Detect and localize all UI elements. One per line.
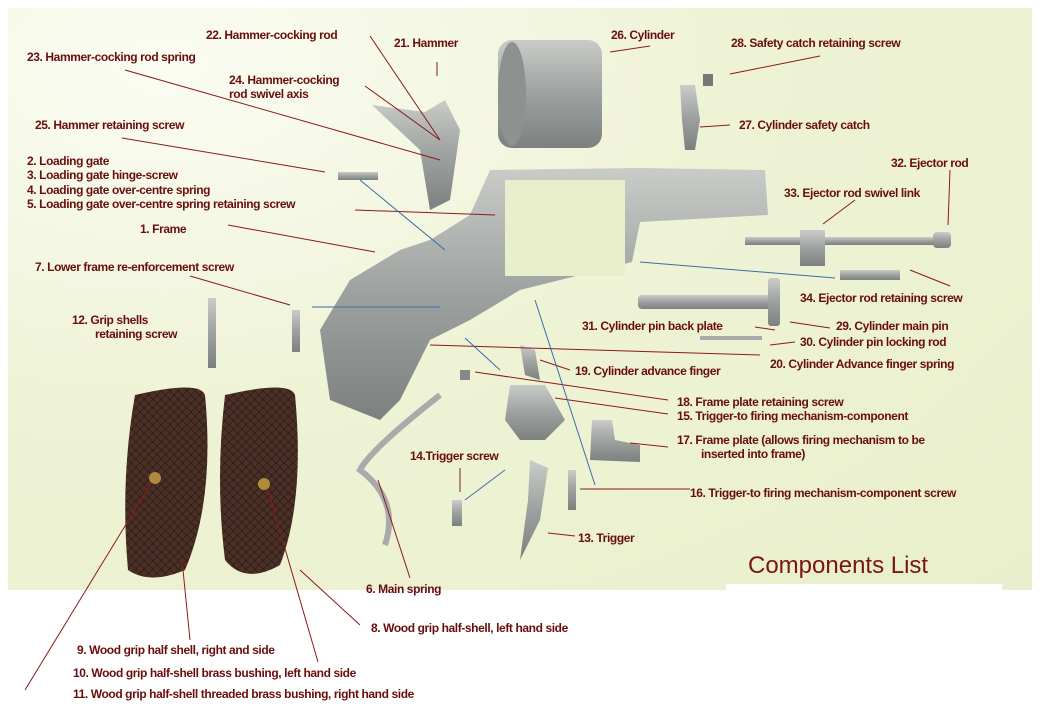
label-33: 33. Ejector rod swivel link [784, 186, 920, 200]
label-22: 22. Hammer-cocking rod [206, 28, 338, 42]
label-26: 26. Cylinder [611, 28, 675, 42]
label-4: 4. Loading gate over-centre spring [27, 183, 211, 197]
label-11: 11. Wood grip half-shell threaded brass … [73, 687, 414, 701]
label-14: 14.Trigger screw [410, 449, 499, 463]
label-32: 32. Ejector rod [891, 156, 969, 170]
safety-catch [680, 85, 700, 150]
cylinder [498, 40, 602, 148]
label-1: 1. Frame [140, 222, 187, 236]
label-20: 20. Cylinder Advance finger spring [770, 357, 955, 371]
label-31: 31. Cylinder pin back plate [582, 319, 723, 333]
arrows [312, 179, 836, 501]
label-34: 34. Ejector rod retaining screw [800, 291, 963, 305]
label-3: 3. Loading gate hinge-screw [27, 168, 178, 182]
label-19: 19. Cylinder advance finger [575, 364, 721, 378]
label-6: 6. Main spring [366, 582, 442, 596]
label-21: 21. Hammer [394, 36, 459, 50]
label-16: 16. Trigger-to firing mechanism-componen… [690, 486, 956, 500]
label-25: 25. Hammer retaining screw [35, 118, 185, 132]
label-29: 29. Cylinder main pin [836, 319, 949, 333]
label-12b: retaining screw [95, 327, 178, 341]
hammer [372, 100, 460, 210]
label-17b: inserted into frame) [701, 447, 806, 461]
label-27: 27. Cylinder safety catch [739, 118, 870, 132]
main-spring [356, 392, 442, 546]
label-17a: 17. Frame plate (allows firing mechanism… [677, 433, 925, 447]
trigger-component [505, 385, 565, 440]
label-13: 13. Trigger [578, 531, 635, 545]
label-28: 28. Safety catch retaining screw [731, 36, 901, 50]
label-9: 9. Wood grip half shell, right and side [77, 643, 275, 657]
label-7: 7. Lower frame re-enforcement screw [35, 260, 234, 274]
ejector-rod [745, 237, 940, 245]
label-5: 5. Loading gate over-centre spring retai… [27, 197, 296, 211]
label-18: 18. Frame plate retaining screw [677, 395, 844, 409]
label-23: 23. Hammer-cocking rod spring [27, 50, 196, 64]
label-12a: 12. Grip shells [72, 313, 149, 327]
caption-box [726, 584, 1002, 594]
components-list-title: Components List [748, 552, 929, 579]
grip-left [220, 387, 298, 574]
label-24b: rod swivel axis [229, 87, 309, 101]
label-10: 10. Wood grip half-shell brass bushing, … [73, 666, 356, 680]
label-24a: 24. Hammer-cocking [229, 73, 340, 87]
leader-lines [24, 35, 951, 691]
cylinder-pin [638, 295, 778, 309]
label-30: 30. Cylinder pin locking rod [800, 335, 947, 349]
label-2: 2. Loading gate [27, 154, 110, 168]
grip-right [125, 387, 208, 578]
label-15: 15. Trigger-to firing mechanism-componen… [677, 409, 908, 423]
trigger [520, 460, 548, 560]
label-8: 8. Wood grip half-shell, left hand side [371, 621, 568, 635]
frame-plate [590, 420, 640, 462]
